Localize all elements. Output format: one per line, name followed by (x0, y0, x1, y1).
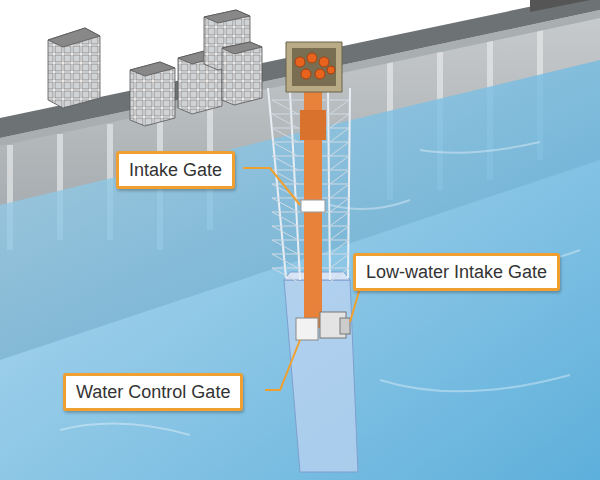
callout-label: Low-water Intake Gate (366, 261, 547, 283)
callout-box: Water Control Gate (63, 373, 243, 411)
hoist-machinery (295, 53, 335, 79)
water-control-gate-symbol (296, 318, 318, 340)
crest-buildings (48, 10, 262, 126)
reservoir-water (0, 60, 600, 480)
callout-label: Water Control Gate (76, 381, 230, 403)
callout-box: Intake Gate (116, 151, 235, 189)
intake-gate-symbol (301, 200, 325, 212)
machine-house (286, 42, 342, 92)
callout-box: Low-water Intake Gate (353, 253, 560, 291)
leader-lines (243, 168, 370, 390)
callout-label: Intake Gate (129, 159, 222, 181)
